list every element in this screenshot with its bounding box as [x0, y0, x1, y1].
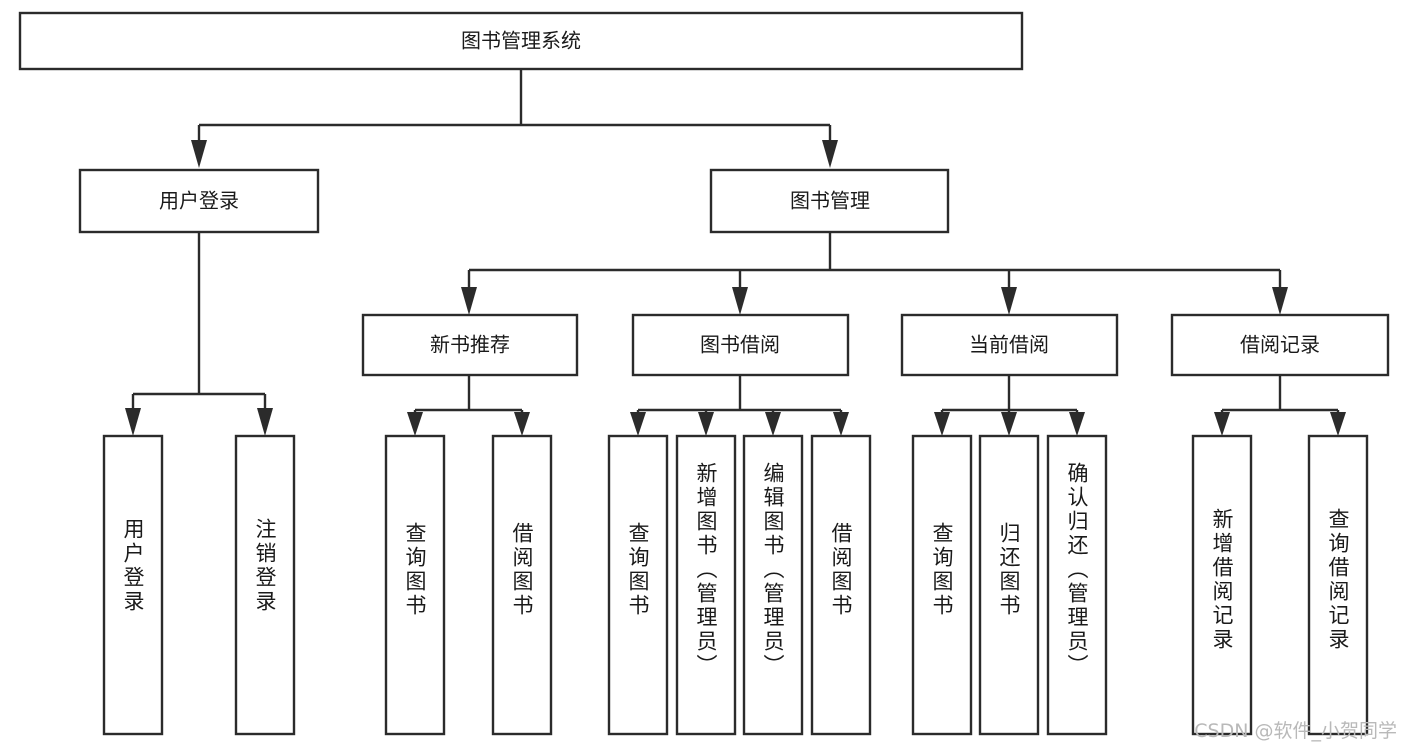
connector-group-borrowrecord-to-leaves	[1214, 375, 1346, 436]
node-new-book-recommend-label: 新书推荐	[430, 333, 510, 357]
leaf-node-logout-box[interactable]	[234, 434, 296, 736]
leaf-node-borrow-book-recommend-box[interactable]	[491, 434, 553, 736]
leaf-node-add-borrow-record-box[interactable]	[1191, 434, 1253, 736]
arrow-head-bookmgmt	[822, 140, 838, 168]
leaf-node-query-borrow-record[interactable]: 查询借阅记录	[1307, 434, 1369, 736]
node-current-borrow-box[interactable]	[900, 313, 1119, 377]
connector-group-newbook-to-leaves	[407, 375, 530, 436]
node-root-system[interactable]: 图书管理系统	[18, 11, 1024, 71]
leaf-node-add-book-label: 新增图书（管理员）	[694, 462, 718, 678]
leaf-node-edit-book[interactable]: 编辑图书（管理员）	[742, 434, 804, 736]
arrow-head-leaf-query-record	[1330, 412, 1346, 436]
node-book-borrow-label: 图书借阅	[700, 333, 780, 357]
leaf-node-logout-label: 注销登录	[253, 518, 277, 614]
connector-group-bookmgmt-to-level3	[461, 232, 1288, 315]
leaf-node-user-login-label: 用户登录	[121, 518, 145, 614]
node-root-system-box[interactable]	[18, 11, 1024, 71]
node-borrow-record-label: 借阅记录	[1240, 333, 1320, 357]
node-current-borrow[interactable]: 当前借阅	[900, 313, 1119, 377]
connector-group-userlogin-to-leaves	[125, 232, 273, 436]
connector-group-root-to-level2	[191, 69, 838, 168]
arrow-head-leaf-user-login	[125, 408, 141, 436]
leaf-node-query-borrow-record-label: 查询借阅记录	[1326, 508, 1350, 652]
arrow-head-leaf-query-book-b	[630, 412, 646, 436]
leaf-node-borrow-book-label: 借阅图书	[829, 522, 853, 618]
arrow-head-leaf-edit-book	[765, 412, 781, 436]
leaf-node-edit-book-box[interactable]	[742, 434, 804, 736]
node-book-management-label: 图书管理	[790, 189, 870, 213]
arrow-head-leaf-add-book	[698, 412, 714, 436]
arrow-head-leaf-return-book	[1001, 412, 1017, 436]
leaf-node-logout[interactable]: 注销登录	[234, 434, 296, 736]
connector-group-bookborrow-to-leaves	[630, 375, 849, 436]
arrow-head-leaf-confirm-return	[1069, 412, 1085, 436]
leaf-node-borrow-book-recommend-label: 借阅图书	[510, 522, 534, 618]
arrow-head-borrowrecord	[1272, 287, 1288, 315]
leaf-node-edit-book-label: 编辑图书（管理员）	[761, 462, 785, 678]
leaf-node-user-login-box[interactable]	[102, 434, 164, 736]
node-book-borrow-box[interactable]	[631, 313, 850, 377]
arrow-head-bookborrow	[732, 287, 748, 315]
arrow-head-currentborrow	[1001, 287, 1017, 315]
leaf-node-query-book-current-label: 查询图书	[930, 522, 954, 618]
leaf-node-return-book-box[interactable]	[978, 434, 1040, 736]
node-user-login-box[interactable]	[78, 168, 320, 234]
leaf-node-query-book-borrow-label: 查询图书	[626, 522, 650, 618]
node-new-book-recommend-box[interactable]	[361, 313, 579, 377]
arrow-head-leaf-query-book-c	[934, 412, 950, 436]
node-book-borrow[interactable]: 图书借阅	[631, 313, 850, 377]
arrow-head-leaf-query-book-a	[407, 412, 423, 436]
node-user-login[interactable]: 用户登录	[78, 168, 320, 234]
arrow-head-newbook	[461, 287, 477, 315]
arrow-head-leaf-borrow-book-a	[514, 412, 530, 436]
csdn-watermark: CSDN @软件_小贺同学	[1194, 720, 1397, 742]
leaf-node-confirm-return-box[interactable]	[1046, 434, 1108, 736]
node-current-borrow-label: 当前借阅	[969, 333, 1049, 357]
leaf-node-add-book[interactable]: 新增图书（管理员）	[675, 434, 737, 736]
leaf-node-query-book-current[interactable]: 查询图书	[911, 434, 973, 736]
leaf-node-query-book-recommend[interactable]: 查询图书	[384, 434, 446, 736]
leaf-node-user-login[interactable]: 用户登录	[102, 434, 164, 736]
leaf-node-query-book-current-box[interactable]	[911, 434, 973, 736]
node-root-system-label: 图书管理系统	[461, 29, 581, 53]
leaf-node-query-borrow-record-box[interactable]	[1307, 434, 1369, 736]
leaf-node-return-book[interactable]: 归还图书	[978, 434, 1040, 736]
arrow-head-leaf-borrow-book-b	[833, 412, 849, 436]
leaf-node-return-book-label: 归还图书	[997, 522, 1021, 618]
node-user-login-label: 用户登录	[159, 189, 239, 213]
node-borrow-record-box[interactable]	[1170, 313, 1390, 377]
leaf-node-add-borrow-record-label: 新增借阅记录	[1210, 508, 1234, 652]
node-new-book-recommend[interactable]: 新书推荐	[361, 313, 579, 377]
leaf-node-borrow-book-box[interactable]	[810, 434, 872, 736]
leaf-node-add-borrow-record[interactable]: 新增借阅记录	[1191, 434, 1253, 736]
node-book-management-box[interactable]	[709, 168, 950, 234]
node-book-management[interactable]: 图书管理	[709, 168, 950, 234]
leaf-node-query-book-recommend-box[interactable]	[384, 434, 446, 736]
leaf-node-query-book-borrow-box[interactable]	[607, 434, 669, 736]
leaf-node-borrow-book-recommend[interactable]: 借阅图书	[491, 434, 553, 736]
node-borrow-record[interactable]: 借阅记录	[1170, 313, 1390, 377]
leaf-node-confirm-return[interactable]: 确认归还（管理员）	[1046, 434, 1108, 736]
connector-group-currentborrow-to-leaves	[934, 375, 1085, 436]
arrow-head-leaf-logout	[257, 408, 273, 436]
leaf-node-confirm-return-label: 确认归还（管理员）	[1065, 462, 1089, 678]
arrow-head-userlogin	[191, 140, 207, 168]
arrow-head-leaf-add-record	[1214, 412, 1230, 436]
leaf-node-query-book-recommend-label: 查询图书	[403, 522, 427, 618]
leaf-node-borrow-book[interactable]: 借阅图书	[810, 434, 872, 736]
leaf-node-add-book-box[interactable]	[675, 434, 737, 736]
leaf-node-query-book-borrow[interactable]: 查询图书	[607, 434, 669, 736]
